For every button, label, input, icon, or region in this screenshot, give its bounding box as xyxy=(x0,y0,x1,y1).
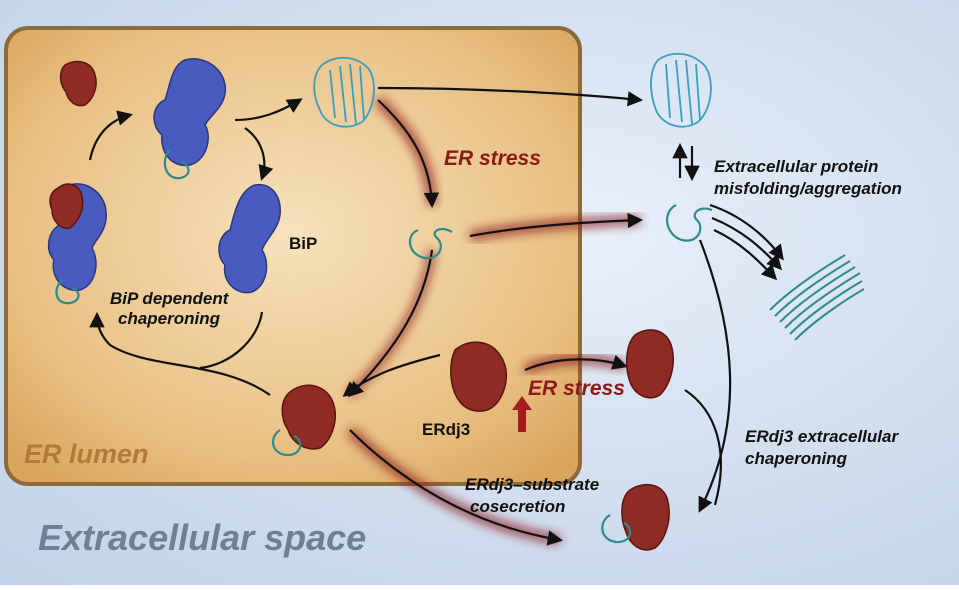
folded-protein-extracellular xyxy=(650,52,712,128)
substrate-bip-top xyxy=(163,149,190,180)
arrow-bip-cycle-right xyxy=(199,311,264,370)
cosecretion-label-line2: cosecretion xyxy=(470,497,565,516)
bip-label: BiP xyxy=(289,234,317,253)
er-stress-label-top: ER stress xyxy=(444,147,541,170)
erdj3-extracellular-label-line2: chaperoning xyxy=(745,449,848,468)
erdj3-center xyxy=(450,341,508,412)
erdj3-label: ERdj3 xyxy=(422,420,470,439)
erdj3-upregulation-arrow xyxy=(512,396,532,432)
arrow-aggregation-1 xyxy=(709,203,784,261)
erdj3-molecules xyxy=(49,60,674,551)
pathway-arrows xyxy=(88,86,784,546)
er-lumen-label: ER lumen xyxy=(24,439,149,469)
erdj3-bottom-complex xyxy=(281,384,336,450)
erdj3-top-left xyxy=(59,60,97,107)
cosecretion-label-line1: ERdj3–substrate xyxy=(465,475,599,494)
folded-protein-er xyxy=(313,56,375,128)
arrow-er-stress-fold xyxy=(377,99,440,209)
arrow-return-bip-cycle xyxy=(89,311,271,396)
substrate-misfolded-extracellular xyxy=(666,204,713,242)
extracellular-space-label: Extracellular space xyxy=(38,517,366,558)
erdj3-bound-left xyxy=(49,183,84,229)
amyloid-aggregate xyxy=(769,254,865,341)
arrow-aggregation-3 xyxy=(713,229,778,281)
erdj3-secreted xyxy=(625,329,674,399)
arrow-erdj3-secretion xyxy=(524,354,628,372)
erdj3-extracellular-label-line1: ERdj3 extracellular xyxy=(745,427,899,446)
substrate-erdj3-complex xyxy=(271,429,302,457)
arrow-extracellular-chaperoning xyxy=(698,239,732,513)
extracellular-misfolding-label-line1: Extracellular protein xyxy=(714,157,878,176)
arrow-misfolded-secretion xyxy=(469,212,644,238)
substrate-misfolded-center xyxy=(408,228,453,260)
substrate-extracellular-complex xyxy=(601,514,632,544)
er-stress-label-mid: ER stress xyxy=(528,377,625,400)
arrow-erdj3-binding xyxy=(342,353,441,397)
arrow-cosecretion xyxy=(349,429,564,546)
bip-chaperoning-label-line2: chaperoning xyxy=(118,309,221,328)
bip-free xyxy=(218,183,281,294)
arrow-bip-to-erdj3-top xyxy=(88,110,133,161)
erdj3-extracellular-complex xyxy=(621,483,670,551)
extracellular-misfolding-label-line2: misfolding/aggregation xyxy=(714,179,902,198)
arrow-folded-secretion xyxy=(377,86,644,107)
arrow-to-erdj3-complex xyxy=(347,249,434,398)
er-lumen-compartment xyxy=(4,26,582,486)
arrow-erdj3-to-complex xyxy=(684,389,722,506)
bip-chaperoning-label-line1: BiP dependent xyxy=(110,289,230,308)
bip-top xyxy=(153,58,226,166)
arrow-bip-release xyxy=(234,98,303,122)
substrate-bip-left xyxy=(55,279,80,305)
arrow-bip-to-free xyxy=(244,127,274,181)
arrow-aggregation-2 xyxy=(711,216,783,271)
substrate-molecules xyxy=(55,149,713,544)
